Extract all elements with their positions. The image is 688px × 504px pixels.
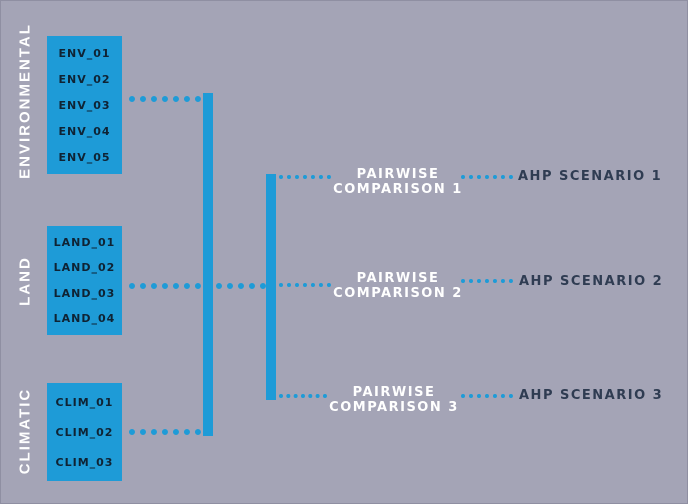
criterion-land-02: LAND_02 bbox=[53, 261, 116, 275]
group-label-environmental: ENVIRONMENTAL bbox=[16, 23, 34, 179]
criterion-env-05: ENV_05 bbox=[58, 150, 111, 164]
connector-land bbox=[129, 283, 201, 289]
pairwise-comparison-2-line2: COMPARISON 2 bbox=[333, 286, 463, 301]
connector-climatic bbox=[129, 429, 201, 435]
pairwise-comparison-3: PAIRWISE COMPARISON 3 bbox=[309, 385, 479, 415]
connector-comparison-2 bbox=[279, 283, 331, 287]
pairwise-comparison-1-line2: COMPARISON 1 bbox=[333, 182, 463, 197]
pairwise-comparison-1: PAIRWISE COMPARISON 1 bbox=[313, 167, 483, 197]
land-box: LAND_01 LAND_02 LAND_03 LAND_04 bbox=[47, 226, 122, 335]
criterion-clim-02: CLIM_02 bbox=[55, 425, 114, 439]
criterion-env-03: ENV_03 bbox=[58, 98, 111, 112]
pairwise-comparison-1-line1: PAIRWISE bbox=[356, 167, 440, 182]
pairwise-comparison-3-line2: COMPARISON 3 bbox=[329, 400, 459, 415]
criterion-env-02: ENV_02 bbox=[58, 72, 111, 86]
criterion-clim-01: CLIM_01 bbox=[55, 395, 114, 409]
criterion-clim-03: CLIM_03 bbox=[55, 455, 114, 469]
criterion-env-01: ENV_01 bbox=[58, 46, 111, 60]
connector-scenario-3 bbox=[461, 394, 513, 398]
connector-environmental bbox=[129, 96, 201, 102]
pairwise-comparison-2-line1: PAIRWISE bbox=[356, 271, 440, 286]
environmental-box: ENV_01 ENV_02 ENV_03 ENV_04 ENV_05 bbox=[47, 36, 122, 174]
climatic-box: CLIM_01 CLIM_02 CLIM_03 bbox=[47, 383, 122, 481]
pairwise-comparison-3-line1: PAIRWISE bbox=[352, 385, 436, 400]
criteria-collector-bar bbox=[203, 93, 213, 436]
connector-bars bbox=[216, 283, 266, 289]
connector-scenario-2 bbox=[461, 279, 513, 283]
criterion-land-03: LAND_03 bbox=[53, 286, 116, 300]
pairwise-comparison-2: PAIRWISE COMPARISON 2 bbox=[313, 271, 483, 301]
group-label-land: LAND bbox=[16, 256, 34, 306]
connector-comparison-1 bbox=[279, 175, 331, 179]
criterion-land-04: LAND_04 bbox=[53, 311, 116, 325]
ahp-scenario-3: AHP SCENARIO 3 bbox=[519, 388, 664, 403]
ahp-scenario-2: AHP SCENARIO 2 bbox=[519, 274, 664, 289]
ahp-scenario-1: AHP SCENARIO 1 bbox=[518, 169, 663, 184]
connector-scenario-1 bbox=[461, 175, 513, 179]
criterion-env-04: ENV_04 bbox=[58, 124, 111, 138]
criterion-land-01: LAND_01 bbox=[53, 236, 116, 250]
group-label-climatic: CLIMATIC bbox=[16, 387, 34, 475]
comparison-splitter-bar bbox=[266, 174, 276, 400]
connector-comparison-3 bbox=[279, 394, 327, 398]
